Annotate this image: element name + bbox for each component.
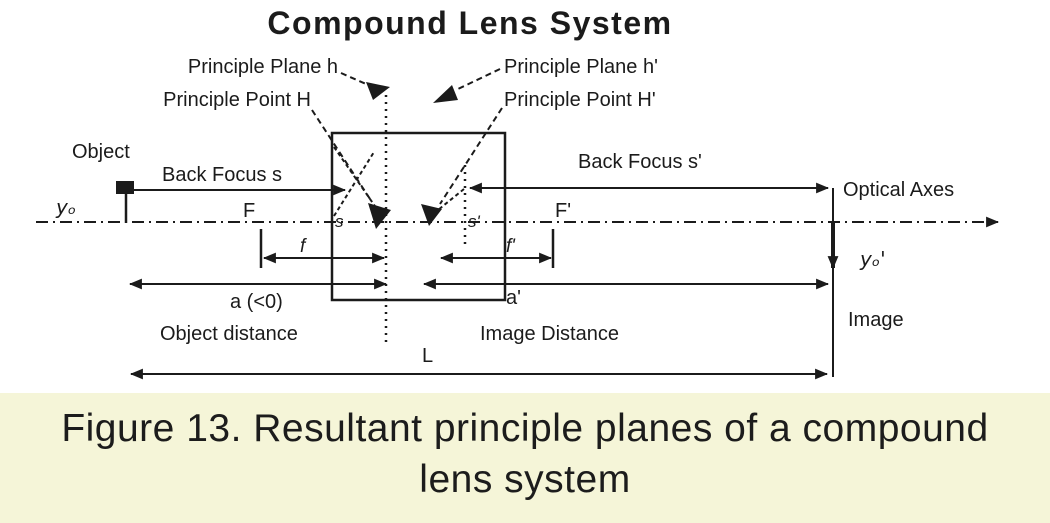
front-focal-point-label: F [243, 200, 255, 222]
leader-plane-h-prime [457, 68, 501, 90]
ray-diagonal-left-2 [333, 151, 375, 217]
point-H-marker-icon [368, 203, 391, 229]
figure-caption: Figure 13. Resultant principle planes of… [0, 393, 1050, 523]
leader-point-H-prime [439, 107, 503, 205]
image-distance-label: Image Distance [480, 323, 619, 345]
front-focal-length-label: f [300, 236, 307, 257]
leader-plane-h [340, 72, 367, 85]
back-focal-point-label: F' [555, 200, 571, 222]
image-distance-a-prime-label: a' [506, 287, 521, 309]
object-label: Object [72, 141, 130, 163]
caption-line-1: Figure 13. Resultant principle planes of… [61, 407, 989, 450]
principle-point-H-label: Principle Point H [163, 89, 311, 111]
lens-diagram: Compound Lens System Principle Plane h P… [36, 5, 1000, 380]
back-focus-s-label: Back Focus s [162, 164, 282, 186]
optical-axes-label: Optical Axes [843, 179, 954, 201]
diagram-title: Compound Lens System [267, 5, 672, 41]
overall-length-label: L [422, 345, 433, 367]
caption-line-2: lens system [419, 458, 631, 501]
back-focus-s-prime-label: Back Focus s' [578, 151, 702, 173]
lens-diagram-svg: Compound Lens System Principle Plane h P… [36, 5, 1000, 380]
image-height-label: yₒ' [859, 247, 886, 271]
point-H-prime-marker-icon [421, 204, 442, 226]
principle-plane-h-label: Principle Plane h [188, 56, 338, 78]
leader-point-H [311, 109, 373, 203]
pointer-plane-h-prime-icon [433, 85, 458, 103]
principle-plane-h-prime-label: Principle Plane h' [504, 56, 658, 78]
lens-box [330, 131, 507, 302]
ray-diagonal-right [437, 188, 465, 211]
s-label: s [335, 212, 344, 231]
pointer-plane-h-icon [366, 82, 390, 100]
object-distance-a-label: a (<0) [230, 291, 283, 313]
object-point-marker-icon [116, 181, 134, 194]
image-label: Image [848, 309, 904, 331]
back-focal-length-label: f' [506, 236, 516, 257]
ray-diagonal-left-1 [333, 146, 380, 213]
principle-point-H-prime-label: Principle Point H' [504, 89, 656, 111]
object-height-label: yₒ [55, 195, 76, 219]
object-distance-label: Object distance [160, 323, 298, 345]
